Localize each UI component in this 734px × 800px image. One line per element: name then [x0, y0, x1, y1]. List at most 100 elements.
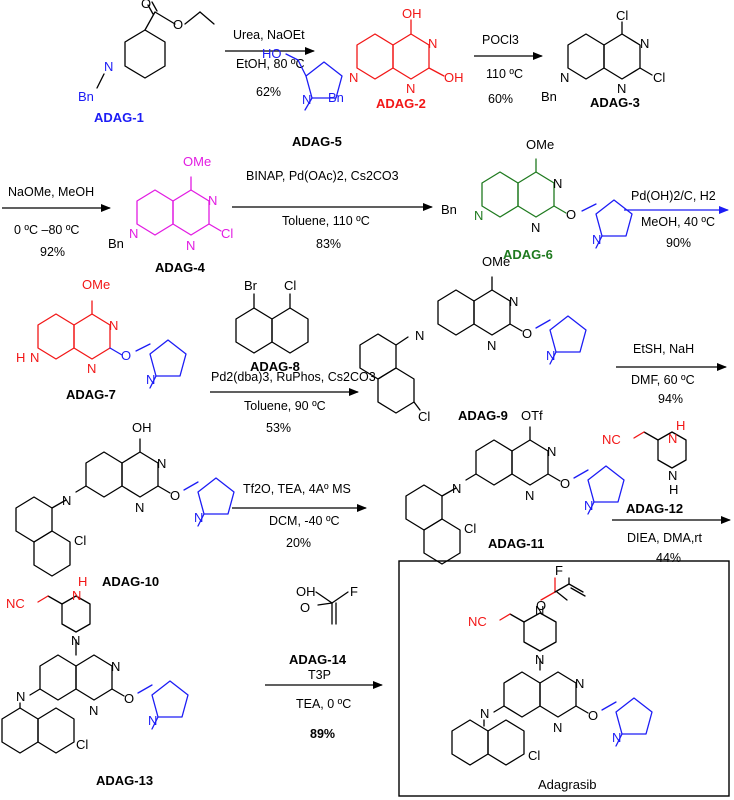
- reagent-text: EtSH, NaH: [633, 342, 694, 356]
- structure-adag-1: O O N Bn: [78, 0, 215, 104]
- atom-n: N: [668, 431, 677, 446]
- atom-o: O: [121, 348, 131, 363]
- conditions-text: 110 ºC: [486, 67, 523, 81]
- atom-ome: OMe: [526, 137, 554, 152]
- reagent-text: DIEA, DMA,rt: [627, 531, 703, 545]
- atom-n: N: [612, 730, 621, 745]
- atom-n: N: [428, 36, 437, 51]
- yield-text: 62%: [256, 85, 281, 99]
- conditions-text: Toluene, 110 ºC: [282, 214, 370, 228]
- product-box: [398, 560, 730, 797]
- atom-otf: OTf: [521, 408, 543, 423]
- reagent-text: NaOMe, MeOH: [8, 185, 94, 199]
- atom-o: O: [173, 17, 183, 32]
- compound-label-adag-8: ADAG-8: [250, 359, 300, 374]
- conditions-text: DMF, 60 ºC: [631, 373, 695, 387]
- yield-text: 20%: [286, 536, 311, 550]
- atom-cl: Cl: [76, 737, 88, 752]
- atom-f: F: [350, 584, 358, 599]
- structure-adag-10: [15, 438, 235, 577]
- structure-adag-14: [315, 591, 349, 625]
- atom-n: N: [16, 689, 25, 704]
- structure-adag-6: [481, 158, 633, 249]
- atom-ome: OMe: [183, 154, 211, 169]
- atom-cl: Cl: [74, 533, 86, 548]
- structure-adag-2: [356, 19, 445, 80]
- conditions-text: DCM, -40 ºC: [269, 514, 340, 528]
- atom-br: Br: [244, 278, 258, 293]
- atom-n: N: [474, 208, 483, 223]
- atom-n: N: [62, 493, 71, 508]
- atom-n: N: [668, 468, 677, 483]
- atom-bn: Bn: [108, 236, 124, 251]
- compound-label-adag-12: ADAG-12: [626, 501, 683, 516]
- conditions-text: Toluene, 90 ºC: [244, 399, 326, 413]
- atom-o: O: [300, 600, 310, 615]
- compound-label-adag-9: ADAG-9: [458, 408, 508, 423]
- reagent-text: POCl3: [482, 33, 519, 47]
- compound-label-adag-6: ADAG-6: [503, 247, 553, 262]
- atom-n: N: [592, 232, 601, 247]
- atom-o: O: [141, 0, 151, 11]
- atom-n: N: [480, 706, 489, 721]
- atom-n: N: [487, 338, 496, 353]
- atom-n: N: [547, 444, 556, 459]
- yield-text: 94%: [658, 392, 683, 406]
- conditions-text: TEA, 0 ºC: [296, 697, 351, 711]
- atom-nc: NC: [468, 614, 487, 629]
- yield-text: 44%: [656, 551, 681, 565]
- atom-n: N: [157, 456, 166, 471]
- atom-oh: OH: [132, 420, 152, 435]
- compound-label-adag-10: ADAG-10: [102, 574, 159, 589]
- compound-label-adag-1: ADAG-1: [94, 110, 144, 125]
- structure-adagrasib: [451, 577, 653, 766]
- atom-oh: OH: [444, 70, 464, 85]
- atom-o: O: [566, 207, 576, 222]
- atom-n: N: [415, 328, 424, 343]
- reagent-text: Tf2O, TEA, 4Aº MS: [243, 482, 351, 496]
- atom-n: N: [553, 720, 562, 735]
- conditions-text: 0 ºC –80 ºC: [14, 223, 79, 237]
- compound-label-adag-2: ADAG-2: [376, 96, 426, 111]
- atom-n: N: [617, 81, 626, 96]
- yield-text: 53%: [266, 421, 291, 435]
- atom-n: N: [452, 481, 461, 496]
- atom-oh: OH: [296, 584, 316, 599]
- yield-text: 60%: [488, 92, 513, 106]
- structure-adag-11: [405, 426, 625, 565]
- atom-nc: NC: [6, 596, 25, 611]
- atom-n: N: [584, 498, 593, 513]
- atom-n: N: [194, 510, 203, 525]
- yield-text: 90%: [666, 236, 691, 250]
- atom-ho: HO: [262, 46, 282, 61]
- atom-cl: Cl: [528, 748, 540, 763]
- structure-adag-8: [235, 293, 309, 354]
- structure-adag-13: [1, 595, 189, 754]
- atom-n: N: [148, 713, 157, 728]
- atom-h: H: [669, 482, 678, 497]
- atom-n: N: [535, 652, 544, 667]
- atom-bn: Bn: [541, 89, 557, 104]
- compound-label-adag-13: ADAG-13: [96, 773, 153, 788]
- atom-n: N: [640, 36, 649, 51]
- product-name: Adagrasib: [538, 777, 597, 792]
- compound-label-adag-5: ADAG-5: [292, 134, 342, 149]
- atom-n: N: [560, 70, 569, 85]
- atom-h: H: [78, 574, 87, 589]
- atom-bn: Bn: [78, 89, 94, 104]
- atom-o: O: [536, 598, 546, 613]
- structure-adag-4: [136, 176, 222, 236]
- atom-n: N: [575, 676, 584, 691]
- atom-o: O: [588, 708, 598, 723]
- atom-n: N: [129, 226, 138, 241]
- atom-ome: OMe: [482, 254, 510, 269]
- atom-n: N: [71, 633, 80, 648]
- conditions-text: EtOH, 80 ºC: [236, 57, 304, 71]
- reagent-text: Pd(OH)2/C, H2: [631, 189, 716, 203]
- conditions-text: MeOH, 40 ºC: [641, 215, 715, 229]
- atom-n: N: [509, 294, 518, 309]
- atom-n: N: [349, 70, 358, 85]
- atom-cl: Cl: [464, 521, 476, 536]
- atom-n: N: [87, 361, 96, 376]
- atom-o: O: [124, 691, 134, 706]
